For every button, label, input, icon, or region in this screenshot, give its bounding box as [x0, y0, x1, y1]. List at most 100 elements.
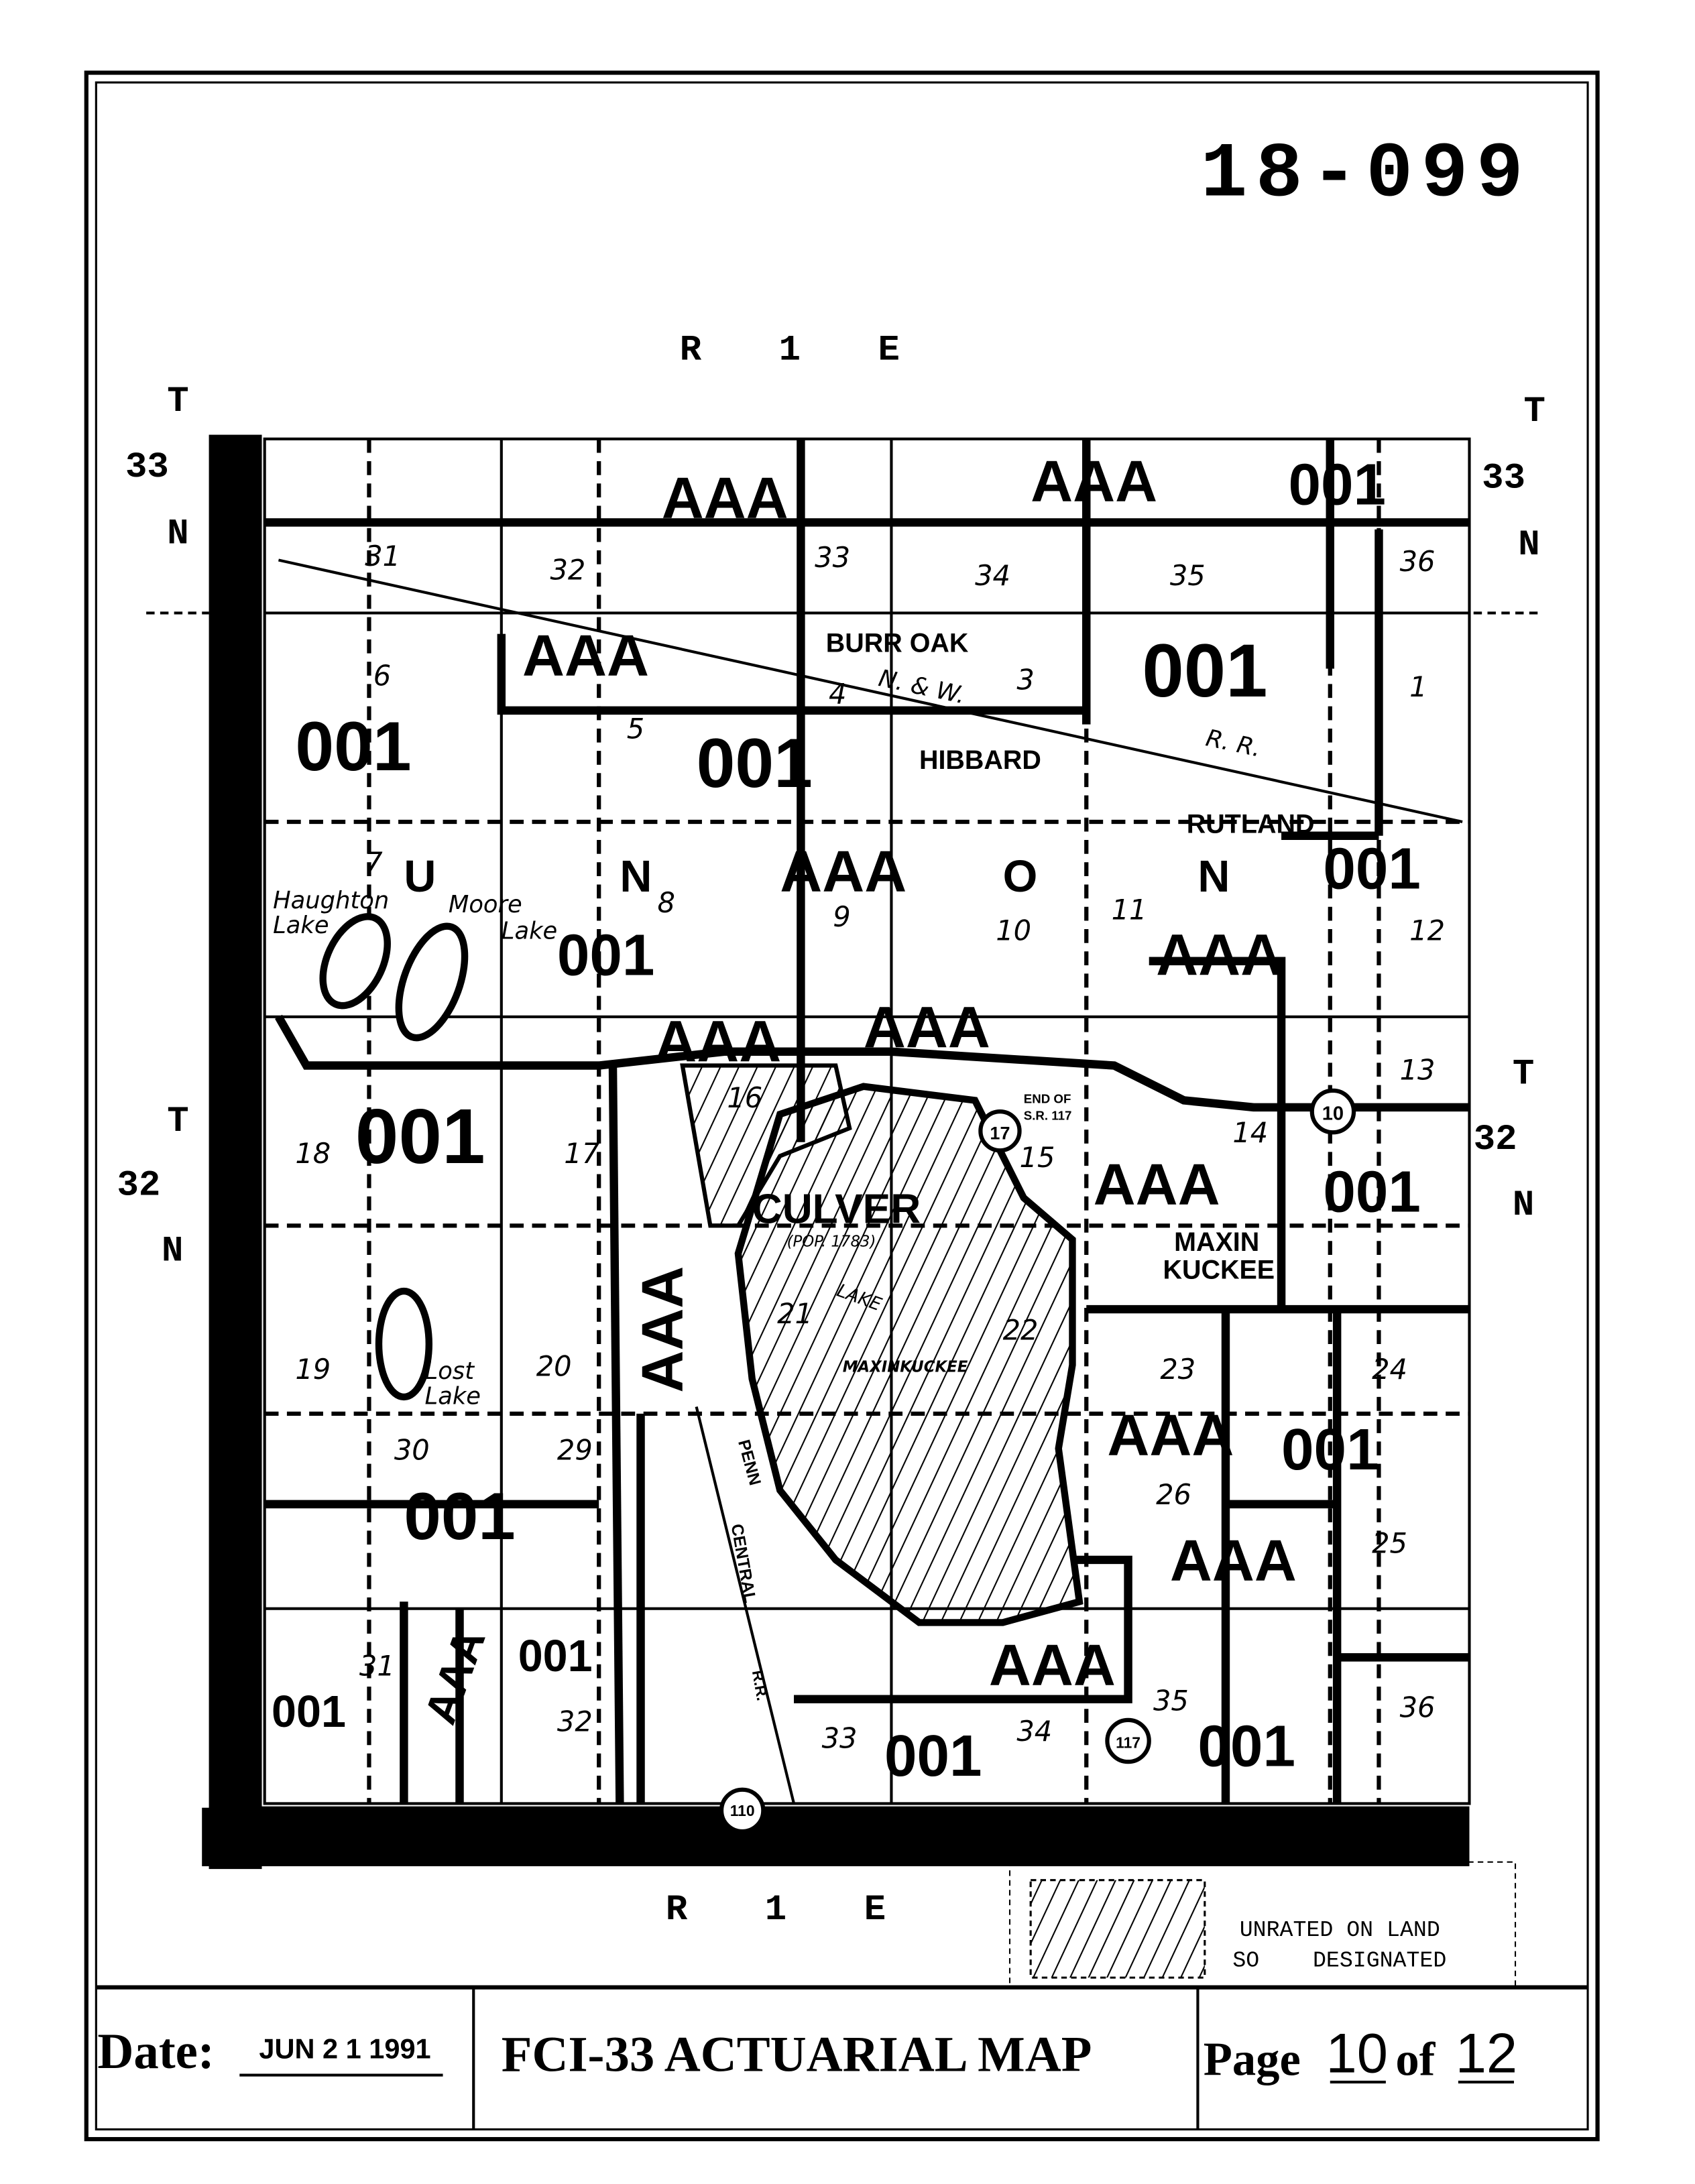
svg-text:AAA: AAA — [1156, 923, 1283, 988]
railroad-nw — [278, 558, 1463, 824]
svg-text:17: 17 — [564, 1137, 599, 1170]
svg-text:001: 001 — [272, 1687, 346, 1737]
map-left-bar — [209, 434, 262, 1870]
svg-text:6: 6 — [373, 659, 391, 692]
svg-text:001: 001 — [697, 725, 813, 802]
range-label-top: R 1 E — [680, 330, 928, 371]
map-area: 31 32 33 34 35 36 6 5 4 3 1 7 8 9 10 11 … — [202, 434, 1471, 1870]
svg-text:Lake: Lake — [273, 912, 329, 939]
svg-text:N: N — [1197, 852, 1230, 902]
svg-text:UNRATED ON LAND: UNRATED ON LAND — [1240, 1917, 1440, 1943]
township-name-letters: U N O N — [404, 852, 1230, 902]
svg-text:36: 36 — [1400, 1691, 1436, 1724]
svg-text:AAA: AAA — [1031, 449, 1157, 514]
svg-text:30: 30 — [394, 1433, 430, 1466]
svg-text:110: 110 — [730, 1802, 755, 1819]
svg-text:001: 001 — [1281, 1417, 1379, 1482]
svg-text:(POP. 1783): (POP. 1783) — [787, 1233, 876, 1251]
svg-text:AAA: AAA — [1107, 1403, 1234, 1468]
svg-text:22: 22 — [1003, 1314, 1039, 1347]
title-block: Date: JUN 2 1 1991 FCI-33 ACTUARIAL MAP … — [96, 1985, 1588, 2130]
svg-text:O: O — [1003, 852, 1038, 902]
svg-text:35: 35 — [1170, 559, 1206, 592]
township-label-t33-left: T 33 N — [125, 381, 189, 554]
legend-hatch-swatch — [1029, 1879, 1206, 1979]
svg-text:11: 11 — [1112, 893, 1147, 926]
roads — [257, 438, 1470, 1815]
svg-text:36: 36 — [1400, 545, 1436, 578]
lake-haughton — [319, 913, 391, 1010]
svg-text:001: 001 — [1197, 1713, 1295, 1778]
legend-unrated: UNRATED ON LAND SO DESIGNATED — [1008, 1861, 1517, 1988]
svg-text:8: 8 — [657, 886, 675, 919]
svg-text:N: N — [1513, 1185, 1534, 1226]
svg-text:10: 10 — [996, 914, 1031, 947]
range-label-bottom: R 1 E — [666, 1890, 914, 1931]
svg-text:7: 7 — [365, 846, 383, 879]
map-bottom-bar — [202, 1807, 1470, 1866]
page-label: Page — [1204, 2034, 1301, 2086]
township-label-t32-left: T 32 N — [117, 1101, 188, 1272]
svg-text:23: 23 — [1160, 1353, 1195, 1386]
svg-text:20: 20 — [536, 1350, 572, 1383]
svg-text:AAA: AAA — [630, 1266, 695, 1393]
svg-text:33: 33 — [125, 447, 169, 488]
svg-text:END OF: END OF — [1024, 1092, 1071, 1106]
svg-text:14: 14 — [1232, 1116, 1268, 1149]
svg-text:001: 001 — [1323, 837, 1421, 902]
svg-text:001: 001 — [295, 708, 411, 786]
svg-text:31: 31 — [365, 540, 400, 572]
svg-text:AAA: AAA — [662, 466, 788, 531]
svg-text:10: 10 — [1322, 1103, 1344, 1125]
map-title: FCI-33 ACTUARIAL MAP — [502, 2026, 1092, 2082]
svg-text:31: 31 — [359, 1649, 395, 1682]
svg-text:001: 001 — [404, 1479, 515, 1554]
svg-text:RUTLAND: RUTLAND — [1187, 810, 1315, 839]
svg-text:3: 3 — [1016, 664, 1034, 696]
page-current: 10 — [1326, 2022, 1388, 2084]
svg-text:S.R. 117: S.R. 117 — [1024, 1109, 1072, 1123]
svg-text:T: T — [167, 381, 188, 422]
svg-text:001: 001 — [1142, 628, 1267, 713]
svg-text:12: 12 — [1409, 914, 1445, 947]
date-label: Date: — [97, 2024, 214, 2079]
map-id: 18-099 — [1201, 130, 1532, 219]
route-marker-110: 110 — [719, 1787, 766, 1834]
svg-text:34: 34 — [975, 559, 1010, 592]
svg-text:HIBBARD: HIBBARD — [919, 745, 1041, 775]
lake-lost — [375, 1287, 432, 1401]
lake-moore — [395, 922, 469, 1042]
svg-text:KUCKEE: KUCKEE — [1163, 1255, 1275, 1284]
date-stamp: JUN 2 1 1991 — [259, 2033, 430, 2065]
svg-text:MAXINKUCKEE: MAXINKUCKEE — [843, 1359, 968, 1376]
svg-text:16: 16 — [727, 1081, 762, 1114]
svg-text:AAA: AAA — [780, 839, 907, 904]
svg-text:AAA: AAA — [654, 1009, 781, 1074]
svg-text:Lake: Lake — [502, 918, 557, 945]
svg-text:13: 13 — [1400, 1053, 1436, 1086]
svg-text:1: 1 — [1409, 670, 1427, 703]
page-total: 12 — [1456, 2022, 1517, 2084]
svg-text:001: 001 — [1323, 1160, 1421, 1225]
svg-text:001: 001 — [557, 923, 655, 988]
culver-hatched-area — [680, 1063, 852, 1228]
svg-text:33: 33 — [1482, 458, 1525, 499]
svg-text:N: N — [1518, 525, 1539, 566]
svg-text:MAXIN: MAXIN — [1174, 1227, 1259, 1257]
outer-border — [84, 70, 1600, 2142]
svg-text:AAA: AAA — [522, 623, 649, 688]
svg-text:117: 117 — [1116, 1734, 1141, 1751]
svg-text:T: T — [1513, 1054, 1534, 1095]
svg-text:SO DESIGNATED: SO DESIGNATED — [1232, 1948, 1446, 1974]
svg-text:26: 26 — [1156, 1478, 1191, 1511]
township-label-t32-right: T 32 N — [1474, 1054, 1535, 1226]
svg-text:001: 001 — [884, 1723, 982, 1788]
svg-text:U: U — [404, 852, 436, 902]
svg-text:001: 001 — [355, 1093, 485, 1180]
svg-text:001: 001 — [518, 1632, 593, 1681]
svg-text:001: 001 — [1288, 452, 1386, 517]
svg-text:5: 5 — [627, 712, 644, 745]
svg-text:AAA: AAA — [1170, 1528, 1297, 1593]
inner-border — [95, 81, 1589, 2131]
